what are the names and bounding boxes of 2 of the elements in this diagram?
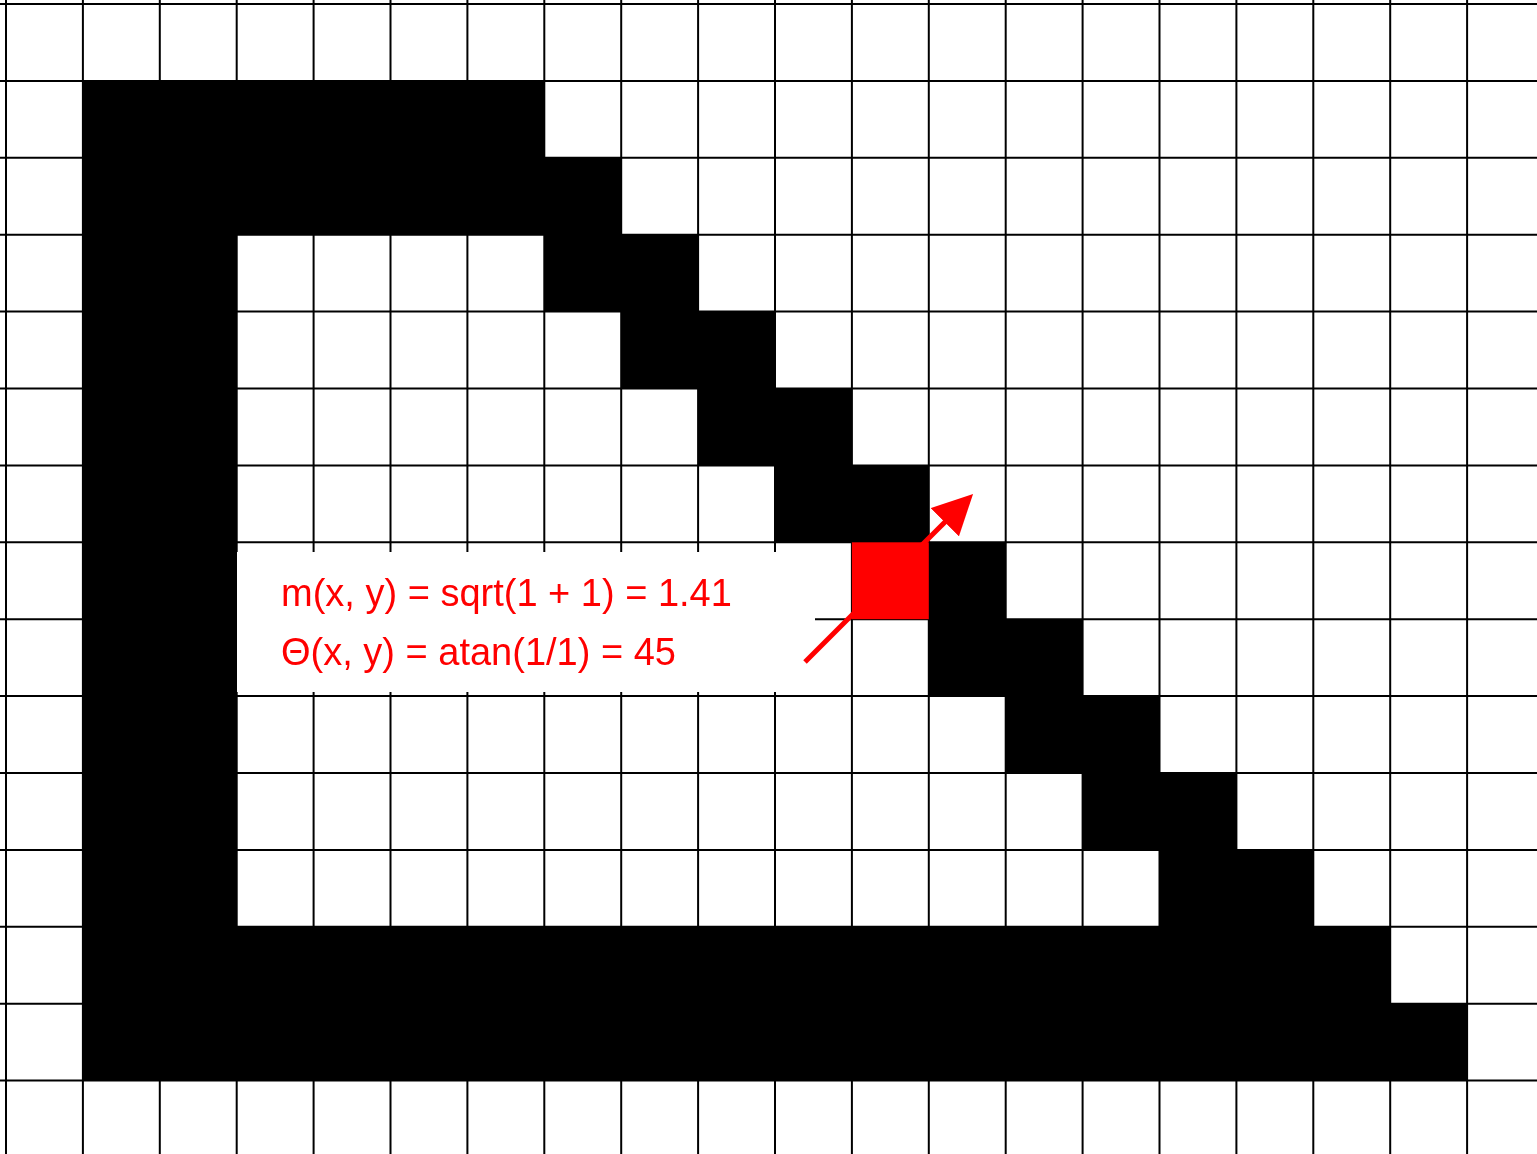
formula-text: m(x, y) = sqrt(1 + 1) = 1.41 bbox=[281, 571, 732, 616]
formula-text: Θ(x, y) = atan(1/1) = 45 bbox=[281, 630, 676, 675]
